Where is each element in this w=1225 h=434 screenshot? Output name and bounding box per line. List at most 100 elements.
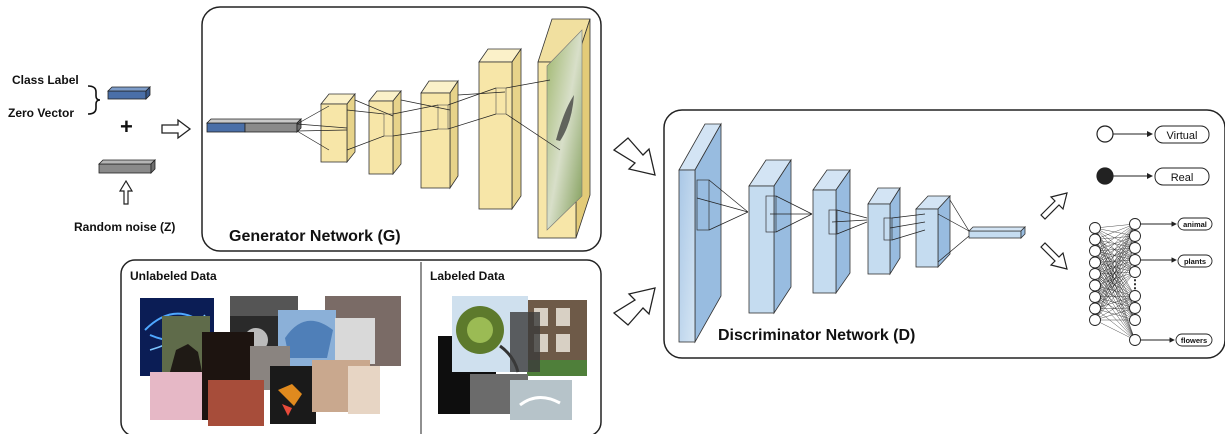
class-label-text: Class Label xyxy=(12,73,79,87)
classifier-output-node xyxy=(1129,218,1141,230)
classifier-edge xyxy=(1094,223,1136,298)
classifier-edge xyxy=(1094,223,1136,252)
random-noise-text: Random noise (Z) xyxy=(74,220,176,234)
plus-sign: + xyxy=(120,114,133,139)
classifier-edge xyxy=(1094,307,1136,309)
classifier-edge xyxy=(1094,235,1136,321)
generator-title: Generator Network (G) xyxy=(229,228,401,245)
noise-up-arrow xyxy=(118,179,134,205)
classifier-edge xyxy=(1094,223,1136,321)
discriminator-layer-3 xyxy=(812,168,851,295)
output-down-arrow xyxy=(1040,242,1068,270)
classifier-edge xyxy=(1094,239,1136,273)
classifier-edge xyxy=(1094,308,1136,321)
classifier-edge xyxy=(1094,227,1136,297)
classifier-edge xyxy=(1094,239,1136,261)
generator-layer-1 xyxy=(320,92,356,164)
classifier-edge xyxy=(1094,227,1136,261)
class-vector-block xyxy=(107,86,151,100)
classifier-edge xyxy=(1094,285,1136,309)
classifier-edge xyxy=(1094,223,1136,309)
classifier-edge xyxy=(1094,296,1136,309)
classifier-edge xyxy=(1094,250,1136,261)
classifier-edge xyxy=(1094,239,1136,249)
classifier-edge xyxy=(1094,250,1136,273)
discriminator-output-vector xyxy=(968,226,1026,239)
classifier-edge xyxy=(1094,223,1136,286)
classifier-input-node xyxy=(1089,291,1101,303)
real-node xyxy=(1096,167,1114,185)
classifier-output-node xyxy=(1129,242,1141,254)
virtual-label: Virtual xyxy=(1167,130,1198,142)
generator-input-vector xyxy=(206,118,302,133)
classifier-output-node xyxy=(1129,254,1141,266)
generator-connections xyxy=(296,79,561,151)
class-box-flowers xyxy=(1175,333,1213,347)
classifier-input-node xyxy=(1089,245,1101,257)
data-to-discriminator-arrow xyxy=(612,287,656,326)
classifier-edge xyxy=(1094,307,1136,321)
class-box-plants xyxy=(1177,254,1213,268)
classifier-output-node xyxy=(1129,290,1141,302)
output-up-arrow xyxy=(1040,192,1068,220)
classifier-input-node xyxy=(1089,279,1101,292)
classifier-edge xyxy=(1094,271,1136,275)
class-box-animal xyxy=(1177,217,1213,231)
generator-layer-3 xyxy=(420,79,459,190)
real-label: Real xyxy=(1171,172,1194,184)
classifier-output-node xyxy=(1129,302,1141,314)
discriminator-layer-1 xyxy=(678,122,722,344)
classifier-input-node xyxy=(1089,302,1101,315)
classifier-edge xyxy=(1094,259,1136,321)
classifier-input-node xyxy=(1089,256,1101,269)
classifier-edge xyxy=(1094,247,1136,321)
classifier-edge xyxy=(1094,285,1136,321)
input-to-generator-arrow xyxy=(161,118,192,140)
classifier-output-node xyxy=(1129,314,1141,326)
classifier-edge xyxy=(1094,223,1136,229)
classifier-output-node xyxy=(1129,266,1141,278)
classifier-edge xyxy=(1094,296,1136,321)
virtual-label-box xyxy=(1154,125,1210,144)
classifier-network xyxy=(1089,218,1177,346)
classifier-edge xyxy=(1094,223,1136,240)
classifier-edge xyxy=(1094,235,1136,240)
virtual-node xyxy=(1096,125,1114,143)
classifier-input-node xyxy=(1089,268,1101,280)
noise-vector-block xyxy=(98,159,156,174)
classifier-edge xyxy=(1094,273,1136,321)
generator-output-image xyxy=(537,18,591,239)
real-label-box xyxy=(1154,167,1210,186)
classifier-edge xyxy=(1094,262,1136,309)
labeled-image-collage xyxy=(438,296,587,420)
classifier-input-node xyxy=(1089,222,1101,234)
classifier-edge xyxy=(1094,308,1136,341)
generator-to-discriminator-arrow xyxy=(612,137,656,176)
unlabeled-image-collage xyxy=(140,296,401,426)
classifier-edge xyxy=(1094,259,1136,263)
classifier-output-node xyxy=(1129,334,1141,346)
classifier-edge xyxy=(1094,285,1136,297)
classifier-edge xyxy=(1094,227,1136,249)
classifier-edge xyxy=(1094,227,1136,273)
classifier-input-node xyxy=(1089,233,1101,246)
classifier-edge xyxy=(1094,295,1136,298)
class-ellipsis: ⋮ xyxy=(1129,277,1141,291)
classifier-input-node xyxy=(1089,314,1101,326)
zero-vector-text: Zero Vector xyxy=(8,106,75,120)
generator-layer-2 xyxy=(368,89,402,176)
discriminator-layer-4 xyxy=(867,186,901,276)
class-label-animal: animal xyxy=(1183,220,1207,229)
classifier-edge xyxy=(1094,273,1136,297)
labeled-data-title: Labeled Data xyxy=(430,269,505,283)
unlabeled-data-title: Unlabeled Data xyxy=(130,269,217,283)
classifier-edge xyxy=(1094,247,1136,252)
classifier-edge xyxy=(1094,223,1136,275)
class-label-plants: plants xyxy=(1184,257,1206,266)
discriminator-title: Discriminator Network (D) xyxy=(718,327,915,344)
discriminator-layer-2 xyxy=(748,158,792,315)
discriminator-connections xyxy=(696,179,970,263)
classifier-edge xyxy=(1094,295,1136,321)
classifier-edge xyxy=(1094,227,1136,237)
